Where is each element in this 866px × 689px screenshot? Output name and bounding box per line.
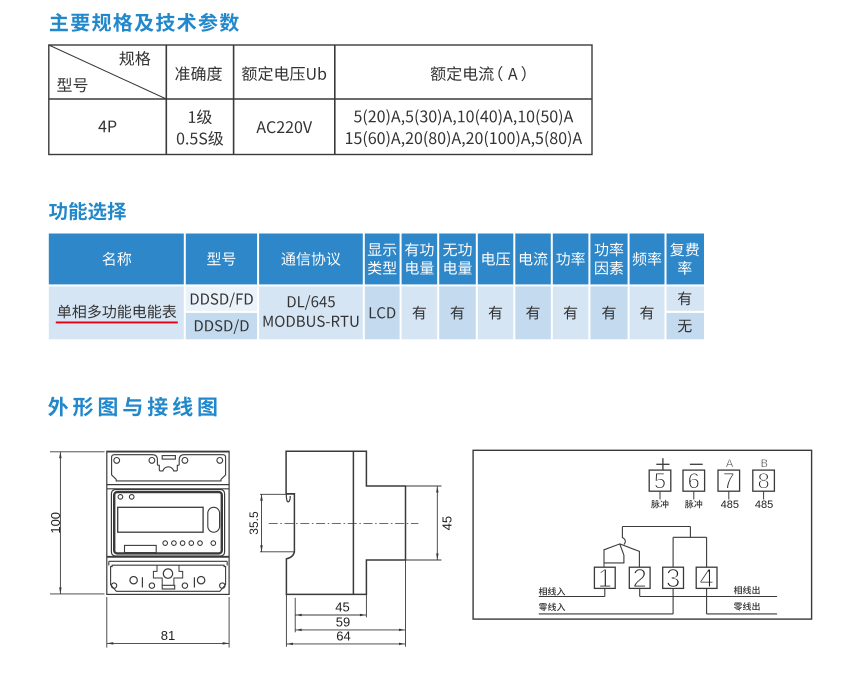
- svg-text:100: 100: [48, 512, 63, 534]
- svg-text:81: 81: [161, 628, 175, 643]
- svg-text:2: 2: [632, 563, 646, 593]
- svg-text:5: 5: [654, 468, 666, 493]
- svg-text:485: 485: [721, 499, 739, 511]
- svg-text:4: 4: [699, 563, 713, 593]
- svg-text:7: 7: [723, 468, 735, 493]
- svg-text:B: B: [761, 458, 768, 470]
- svg-text:1: 1: [598, 563, 612, 593]
- svg-text:35.5: 35.5: [247, 511, 261, 535]
- svg-text:8: 8: [757, 468, 769, 493]
- svg-text:59: 59: [336, 614, 350, 629]
- svg-text:3: 3: [666, 563, 680, 593]
- svg-text:45: 45: [335, 599, 349, 614]
- svg-text:A: A: [726, 458, 734, 470]
- svg-text:6: 6: [688, 468, 700, 493]
- svg-text:45: 45: [439, 516, 454, 530]
- svg-text:64: 64: [336, 628, 350, 643]
- svg-text:485: 485: [755, 499, 773, 511]
